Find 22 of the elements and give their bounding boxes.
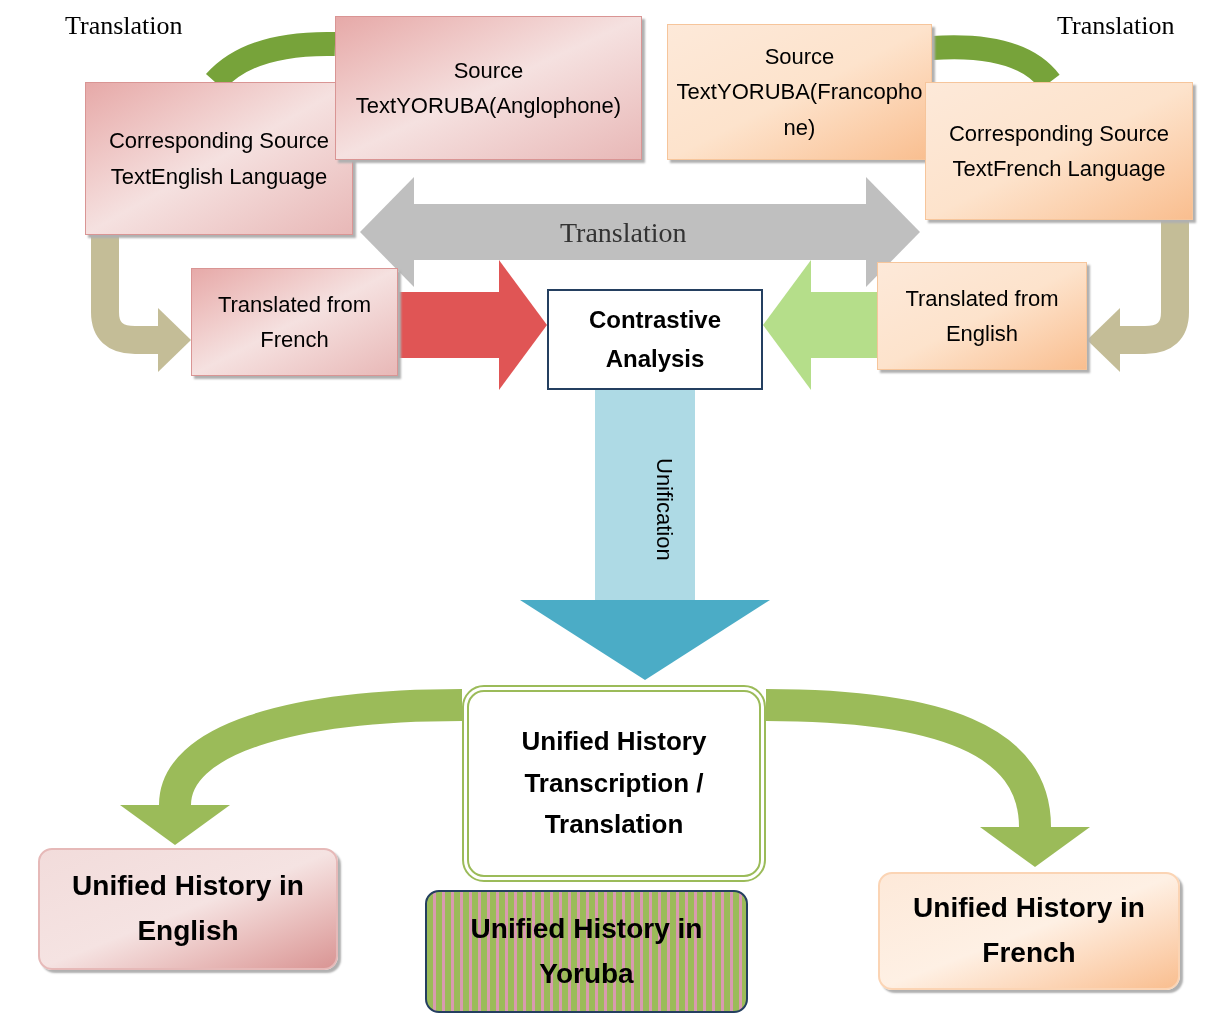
patterned-arrow <box>763 260 877 390</box>
rounded-box: Unified History Transcription / Translation <box>462 685 766 882</box>
block-arrow <box>520 390 770 680</box>
bent-arrow <box>1087 220 1189 372</box>
result-box: Unified History in English <box>38 848 338 970</box>
edge-label: Translation <box>560 216 687 250</box>
patterned-arrow <box>398 260 547 390</box>
process-box: Contrastive Analysis <box>547 289 763 390</box>
text-box: Source TextYORUBA(Anglophone) <box>335 16 642 160</box>
caption-text: Translation <box>65 10 183 42</box>
edge-label: Unification <box>651 458 678 561</box>
curved-arrow <box>120 689 463 845</box>
curved-arrow <box>765 689 1090 867</box>
result-box: Unified History in French <box>878 872 1180 990</box>
text-box: Translated from French <box>191 268 398 376</box>
caption-text: Translation <box>1057 10 1175 42</box>
text-box: Source TextYORUBA(Francophone) <box>667 24 932 160</box>
text-box: Corresponding Source TextFrench Language <box>925 82 1193 220</box>
text-box: Translated from English <box>877 262 1087 370</box>
text-box: Corresponding Source TextEnglish Language <box>85 82 353 235</box>
double-arrow <box>360 177 920 287</box>
result-box: Unified History in Yoruba <box>425 890 748 1013</box>
